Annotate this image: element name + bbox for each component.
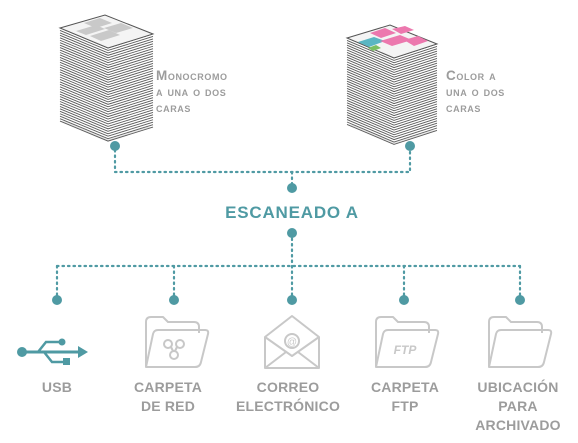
ftp-folder-icon: FTP	[375, 316, 440, 368]
usb-label: USB	[0, 378, 127, 397]
network-folder-dot	[169, 295, 179, 305]
ftp-icon-text: FTP	[394, 343, 418, 357]
email-label-line-2: ELECTRÓNICO	[235, 398, 341, 414]
archive-label-line-3: ARCHIVADO	[475, 417, 561, 433]
email-icon: @	[264, 315, 320, 369]
email-label: CORREO ELECTRÓNICO	[218, 378, 358, 416]
color-label: Color a una o dos caras	[446, 68, 505, 116]
color-label-line-2: una o dos	[446, 84, 505, 99]
monochrome-label-line-2: a una o dos	[156, 84, 227, 99]
connector-lines	[55, 148, 522, 300]
monochrome-label: Monocromo a una o dos caras	[156, 68, 228, 116]
color-label-line-3: caras	[446, 100, 482, 115]
usb-label-line-1: USB	[41, 379, 73, 395]
source-connector	[113, 148, 412, 174]
color-dot	[405, 141, 415, 151]
email-dot	[287, 295, 297, 305]
archive-dot	[515, 295, 525, 305]
email-label-line-1: CORREO	[256, 379, 320, 395]
hub-top-dot	[287, 183, 297, 193]
archive-label: UBICACIÓN PARA ARCHIVADO	[448, 378, 578, 435]
network-folder-label: CARPETA DE RED	[98, 378, 238, 416]
svg-text:@: @	[287, 337, 297, 348]
network-folder-label-line-2: DE RED	[140, 398, 196, 414]
color-paper-stack-icon	[345, 24, 439, 145]
ftp-label-line-1: CARPETA	[370, 379, 440, 395]
archive-label-line-1: UBICACIÓN	[477, 379, 559, 395]
network-folder-icon	[145, 316, 210, 368]
monochrome-paper-stack-icon	[58, 14, 155, 142]
monochrome-label-line-1: Monocromo	[156, 68, 228, 83]
usb-icon	[17, 338, 88, 365]
mono-dot	[110, 141, 120, 151]
monochrome-label-line-3: caras	[156, 100, 192, 115]
hub-bottom-dot	[287, 228, 297, 238]
scan-to-heading: ESCANEADO A	[225, 203, 359, 222]
connector-dots	[52, 141, 525, 305]
archive-folder-icon	[488, 316, 553, 368]
ftp-label-line-2: FTP	[391, 398, 419, 414]
archive-label-line-2: PARA	[498, 398, 538, 414]
usb-dot	[52, 295, 62, 305]
ftp-label: CARPETA FTP	[335, 378, 475, 416]
ftp-dot	[399, 295, 409, 305]
network-folder-label-line-1: CARPETA	[133, 379, 203, 395]
color-label-line-1: Color a	[446, 68, 497, 83]
